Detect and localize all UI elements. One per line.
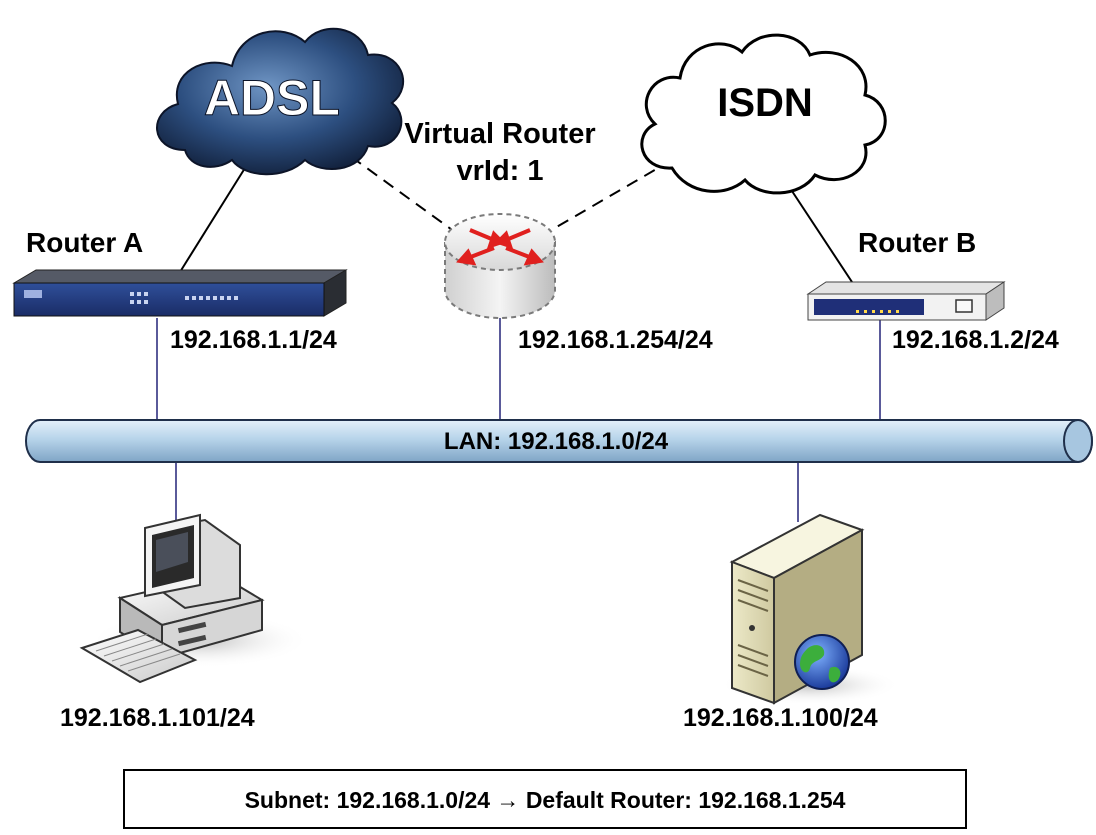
server-power-button [749,625,755,631]
lan-label: LAN: 192.168.1.0/24 [444,428,669,455]
router-a-label: Router A [26,227,143,258]
pc-drive [177,621,207,634]
isdn-label: ISDN [717,81,813,125]
router-b-label: Router B [858,227,976,258]
virtual-router-icon [444,213,556,319]
server-ip: 192.168.1.100/24 [683,704,878,732]
router-a-ip: 192.168.1.1/24 [170,326,337,354]
pc-drive-2 [177,634,207,647]
pc-ip: 192.168.1.101/24 [60,704,255,732]
virtual-router-title: Virtual Router [404,118,595,150]
router-b-leds [856,310,899,313]
globe-continents [800,645,841,683]
summary-frame [123,769,967,829]
router-a-front [13,282,325,317]
router-b-top [806,281,1006,295]
adsl-cloud-shape [156,27,405,176]
pc-icon [79,513,310,684]
router-a-device [12,269,348,317]
router-b-device [806,281,1006,321]
server-front [731,560,775,705]
router-b-panel [814,299,924,315]
pc-keyboard [79,628,198,684]
virtual-router-vrid: vrId: 1 [456,155,543,187]
isdn-cloud: ISDN [640,33,887,195]
router-a-top [12,269,348,284]
isdn-cloud-shape [640,33,887,195]
adsl-to-router-a-link [179,167,246,273]
virtual-router-ip: 192.168.1.254/24 [518,326,713,354]
adsl-cloud: ADSL [156,27,405,176]
lan-pipe: LAN: 192.168.1.0/24 [25,419,1093,463]
router-arrows-icon [456,228,544,266]
router-a-ports [24,290,238,304]
summary-text: Subnet: 192.168.1.0/24 → Default Router:… [245,787,846,813]
isdn-to-router-b-link [787,184,853,283]
pc-screen-glare [156,532,188,572]
summary-box: Subnet: 192.168.1.0/24 → Default Router:… [123,769,967,829]
router-b-ip: 192.168.1.2/24 [892,326,1059,354]
lan-pipe-end [1063,419,1093,463]
server-icon [720,513,900,705]
router-b-port [955,299,973,313]
adsl-label: ADSL [204,70,340,126]
server-bays [737,579,769,677]
isdn-to-virtual-router-link [547,159,673,233]
pc-keys [95,633,181,672]
